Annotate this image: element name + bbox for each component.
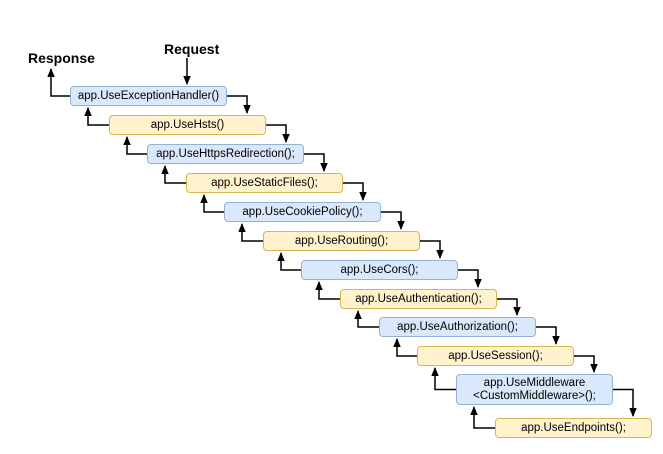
response-flow-arrow <box>200 194 224 213</box>
response-flow-arrow <box>238 223 263 242</box>
response-flow-arrow <box>277 252 301 271</box>
request-flow-arrow <box>266 124 290 143</box>
response-flow-arrow <box>431 367 456 391</box>
request-label: Request <box>164 41 220 57</box>
request-flow-arrow <box>381 211 405 230</box>
response-flow-arrow <box>161 165 186 184</box>
response-label: Response <box>28 50 95 66</box>
response-flow-arrow <box>123 136 147 155</box>
request-flow-arrow <box>304 153 328 172</box>
request-flow-arrow <box>536 326 560 345</box>
response-flow-arrow <box>315 281 340 300</box>
request-flow-arrow <box>227 95 251 114</box>
middleware-box-use-authorization: app.UseAuthorization(); <box>379 317 536 337</box>
response-flow-arrow <box>393 338 417 357</box>
middleware-box-use-exception-handler: app.UseExceptionHandler() <box>70 86 227 106</box>
middleware-box-use-session: app.UseSession(); <box>417 346 574 366</box>
request-flow-arrow <box>574 355 598 373</box>
middleware-box-use-cookie-policy: app.UseCookiePolicy(); <box>224 202 381 222</box>
request-flow-arrow <box>613 388 637 417</box>
middleware-box-use-static-files: app.UseStaticFiles(); <box>186 173 343 193</box>
request-flow-arrow <box>420 240 444 259</box>
middleware-box-use-hsts: app.UseHsts() <box>109 115 266 135</box>
request-flow-arrow <box>458 269 482 288</box>
response-exit-arrow <box>47 68 70 97</box>
middleware-box-use-cors: app.UseCors(); <box>301 260 458 280</box>
middleware-box-use-https-redirection: app.UseHttpsRedirection(); <box>147 144 304 164</box>
middleware-box-use-endpoints: app.UseEndpoints(); <box>495 418 652 438</box>
middleware-box-use-routing: app.UseRouting(); <box>263 231 420 251</box>
response-flow-arrow <box>354 310 379 328</box>
response-flow-arrow <box>470 406 495 429</box>
middleware-box-use-middleware-custom: app.UseMiddleware <CustomMiddleware>(); <box>456 374 613 405</box>
response-flow-arrow <box>84 107 109 126</box>
middleware-box-use-authentication: app.UseAuthentication(); <box>340 289 497 309</box>
request-flow-arrow <box>497 298 521 316</box>
request-flow-arrow <box>343 182 367 201</box>
